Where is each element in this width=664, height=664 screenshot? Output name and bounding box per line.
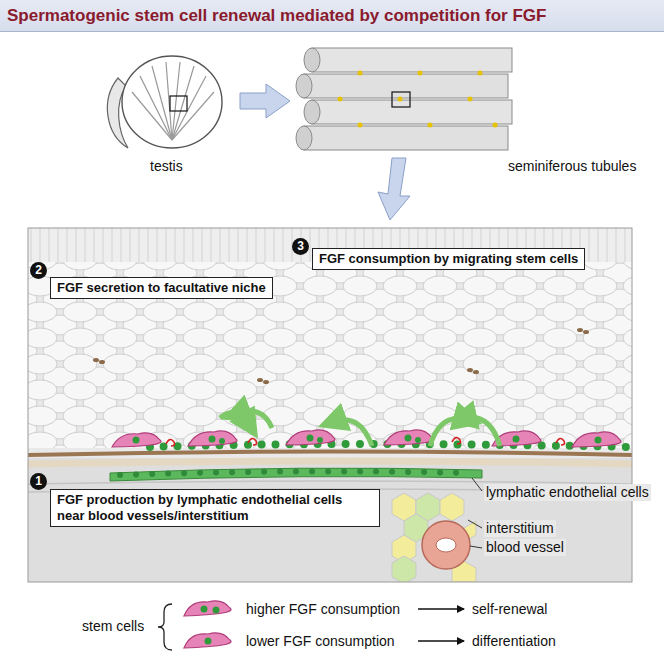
part-label: lymphatic endothelial cells xyxy=(484,484,651,501)
callout-number: 2 xyxy=(30,262,47,279)
flow-arrow xyxy=(378,158,410,220)
tubule-section xyxy=(28,228,632,582)
box-text: FGF secretion to facultative niche xyxy=(57,280,266,296)
key-label: self-renewal xyxy=(472,601,547,618)
stem-cell-key xyxy=(158,601,464,650)
key-label: differentiation xyxy=(472,633,556,650)
leader-line xyxy=(468,478,482,548)
callout-number: 1 xyxy=(30,473,47,490)
box-text: FGF consumption by migrating stem cells xyxy=(319,251,578,267)
callout-number: 3 xyxy=(292,238,309,255)
testis-drawing xyxy=(107,56,222,148)
box-text: FGF production by lymphatic endothelial … xyxy=(57,492,373,524)
key-label: higher FGF consumption xyxy=(246,601,400,618)
flow-arrow xyxy=(240,84,290,118)
part-label: testis xyxy=(150,158,183,175)
callout-box: FGF consumption by migrating stem cells xyxy=(312,248,585,270)
part-label: seminiferous tubules xyxy=(508,158,636,175)
callout-box: FGF production by lymphatic endothelial … xyxy=(50,489,380,527)
part-label: blood vessel xyxy=(484,539,566,556)
figure-title: Spermatogenic stem cell renewal mediated… xyxy=(7,6,546,26)
callout-box: FGF secretion to facultative niche xyxy=(50,277,273,299)
tubules-drawing xyxy=(296,48,512,150)
part-label: interstitium xyxy=(484,520,556,537)
key-label: lower FGF consumption xyxy=(246,633,395,650)
key-label: stem cells xyxy=(82,618,144,635)
